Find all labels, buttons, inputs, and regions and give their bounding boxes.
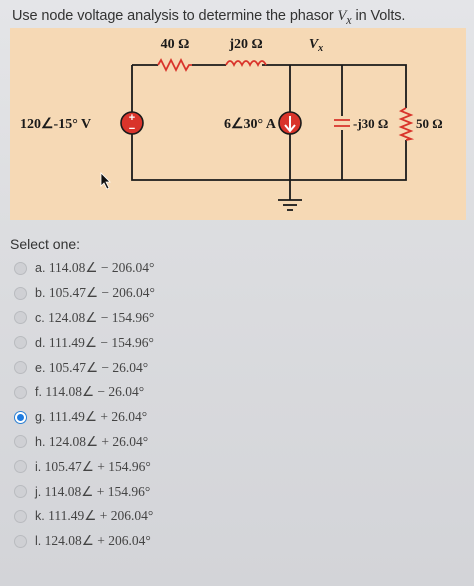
answer-option-letter: l.: [35, 534, 42, 549]
radio-icon[interactable]: [14, 485, 27, 499]
answer-option-text: i. 105.47∠ + 154.96°: [35, 459, 151, 475]
answer-option-value: 114.08∠ + 154.96°: [44, 483, 151, 499]
answer-option[interactable]: c. 124.08∠ − 154.96°: [14, 306, 454, 331]
answer-option-value: 114.08∠ − 26.04°: [45, 384, 145, 400]
answer-option-letter: b.: [35, 286, 46, 301]
capacitor-label: -j30 Ω: [353, 116, 388, 131]
radio-icon[interactable]: [14, 534, 27, 548]
answer-option-letter: g.: [35, 410, 46, 425]
answer-option-value: 111.49∠ + 206.04°: [48, 508, 154, 524]
question-subscript: x: [346, 12, 352, 27]
answer-option[interactable]: g. 111.49∠ + 26.04°: [14, 405, 454, 430]
answer-option-value: 124.08∠ + 206.04°: [44, 533, 151, 549]
question-text: Use node voltage analysis to determine t…: [12, 8, 467, 28]
radio-icon[interactable]: [14, 286, 27, 300]
capacitor-symbol: [334, 116, 350, 130]
answer-option-text: c. 124.08∠ − 154.96°: [35, 310, 154, 326]
answer-option-value: 105.47∠ − 26.04°: [48, 359, 149, 375]
radio-icon[interactable]: [14, 385, 27, 399]
answer-option-letter: f.: [35, 385, 42, 400]
answer-option-value: 124.08∠ + 26.04°: [48, 433, 149, 449]
minus-sign: −: [129, 123, 135, 135]
question-variable: V: [337, 8, 347, 24]
answer-options: a. 114.08∠ − 206.04°b. 105.47∠ − 206.04°…: [14, 256, 454, 554]
answer-option-value: 105.47∠ − 206.04°: [48, 285, 155, 301]
answer-option-text: f. 114.08∠ − 26.04°: [35, 384, 144, 400]
answer-option-text: b. 105.47∠ − 206.04°: [35, 285, 155, 301]
answer-option[interactable]: j. 114.08∠ + 154.96°: [14, 479, 454, 504]
answer-option-letter: c.: [35, 310, 45, 325]
answer-option-text: g. 111.49∠ + 26.04°: [35, 409, 147, 425]
answer-option[interactable]: f. 114.08∠ − 26.04°: [14, 380, 454, 405]
answer-option-letter: d.: [35, 335, 46, 350]
answer-option-value: 114.08∠ − 206.04°: [48, 260, 155, 276]
vx-label: Vx: [309, 37, 323, 54]
resistor-50-label: 50 Ω: [416, 116, 443, 131]
answer-option[interactable]: d. 111.49∠ − 154.96°: [14, 330, 454, 355]
answer-option-letter: a.: [35, 261, 46, 276]
question-suffix: in Volts.: [351, 8, 406, 24]
select-one-label: Select one:: [10, 236, 81, 252]
answer-option-letter: j.: [35, 484, 42, 499]
answer-option-value: 124.08∠ − 154.96°: [48, 309, 155, 325]
radio-icon[interactable]: [14, 435, 27, 449]
answer-option-value: 111.49∠ + 26.04°: [48, 409, 148, 425]
radio-icon[interactable]: [14, 509, 27, 523]
answer-option-text: j. 114.08∠ + 154.96°: [35, 484, 150, 500]
radio-icon[interactable]: [14, 361, 27, 375]
voltage-source-symbol: [120, 111, 144, 135]
inductor-symbol: [225, 60, 267, 68]
radio-icon[interactable]: [14, 336, 27, 350]
circuit-svg: + − 40 Ω j20 Ω Vx 120∠-15° V 6∠30° A -j3…: [20, 37, 443, 211]
question-prefix: Use node voltage analysis to determine t…: [12, 8, 338, 24]
circuit-wire: [131, 64, 407, 181]
inductor-label: j20 Ω: [228, 37, 262, 52]
radio-selected-icon[interactable]: [14, 410, 27, 424]
plus-sign: +: [129, 112, 135, 124]
answer-option-text: d. 111.49∠ − 154.96°: [35, 335, 154, 351]
answer-option[interactable]: b. 105.47∠ − 206.04°: [14, 281, 454, 306]
answer-option[interactable]: h. 124.08∠ + 26.04°: [14, 430, 454, 455]
answer-option-letter: i.: [35, 459, 42, 474]
answer-option[interactable]: a. 114.08∠ − 206.04°: [14, 256, 454, 281]
answer-option-letter: h.: [35, 434, 46, 449]
answer-option[interactable]: e. 105.47∠ − 26.04°: [14, 355, 454, 380]
down-arrow-icon: [284, 116, 296, 133]
answer-option-text: k. 111.49∠ + 206.04°: [35, 508, 153, 524]
answer-option-text: h. 124.08∠ + 26.04°: [35, 434, 148, 450]
answer-option[interactable]: l. 124.08∠ + 206.04°: [14, 529, 454, 554]
resistor-40-symbol: [157, 57, 192, 73]
current-source-label: 6∠30° A: [224, 117, 277, 132]
radio-icon[interactable]: [14, 261, 27, 275]
resistor-50-symbol: [398, 107, 415, 141]
radio-icon[interactable]: [14, 460, 27, 474]
mouse-cursor-icon: [100, 172, 111, 190]
circuit-diagram: + − 40 Ω j20 Ω Vx 120∠-15° V 6∠30° A -j3…: [10, 28, 466, 220]
answer-option-value: 111.49∠ − 154.96°: [48, 334, 154, 350]
radio-icon[interactable]: [14, 311, 27, 325]
resistor-40-label: 40 Ω: [161, 37, 190, 52]
answer-option-text: l. 124.08∠ + 206.04°: [35, 533, 151, 549]
source-voltage-label: 120∠-15° V: [20, 117, 91, 132]
answer-option[interactable]: i. 105.47∠ + 154.96°: [14, 454, 454, 479]
answer-option-letter: e.: [35, 360, 46, 375]
answer-option-value: 105.47∠ + 154.96°: [44, 458, 151, 474]
answer-option[interactable]: k. 111.49∠ + 206.04°: [14, 504, 454, 529]
answer-option-text: a. 114.08∠ − 206.04°: [35, 260, 154, 276]
answer-option-text: e. 105.47∠ − 26.04°: [35, 360, 148, 376]
answer-option-letter: k.: [35, 509, 45, 524]
